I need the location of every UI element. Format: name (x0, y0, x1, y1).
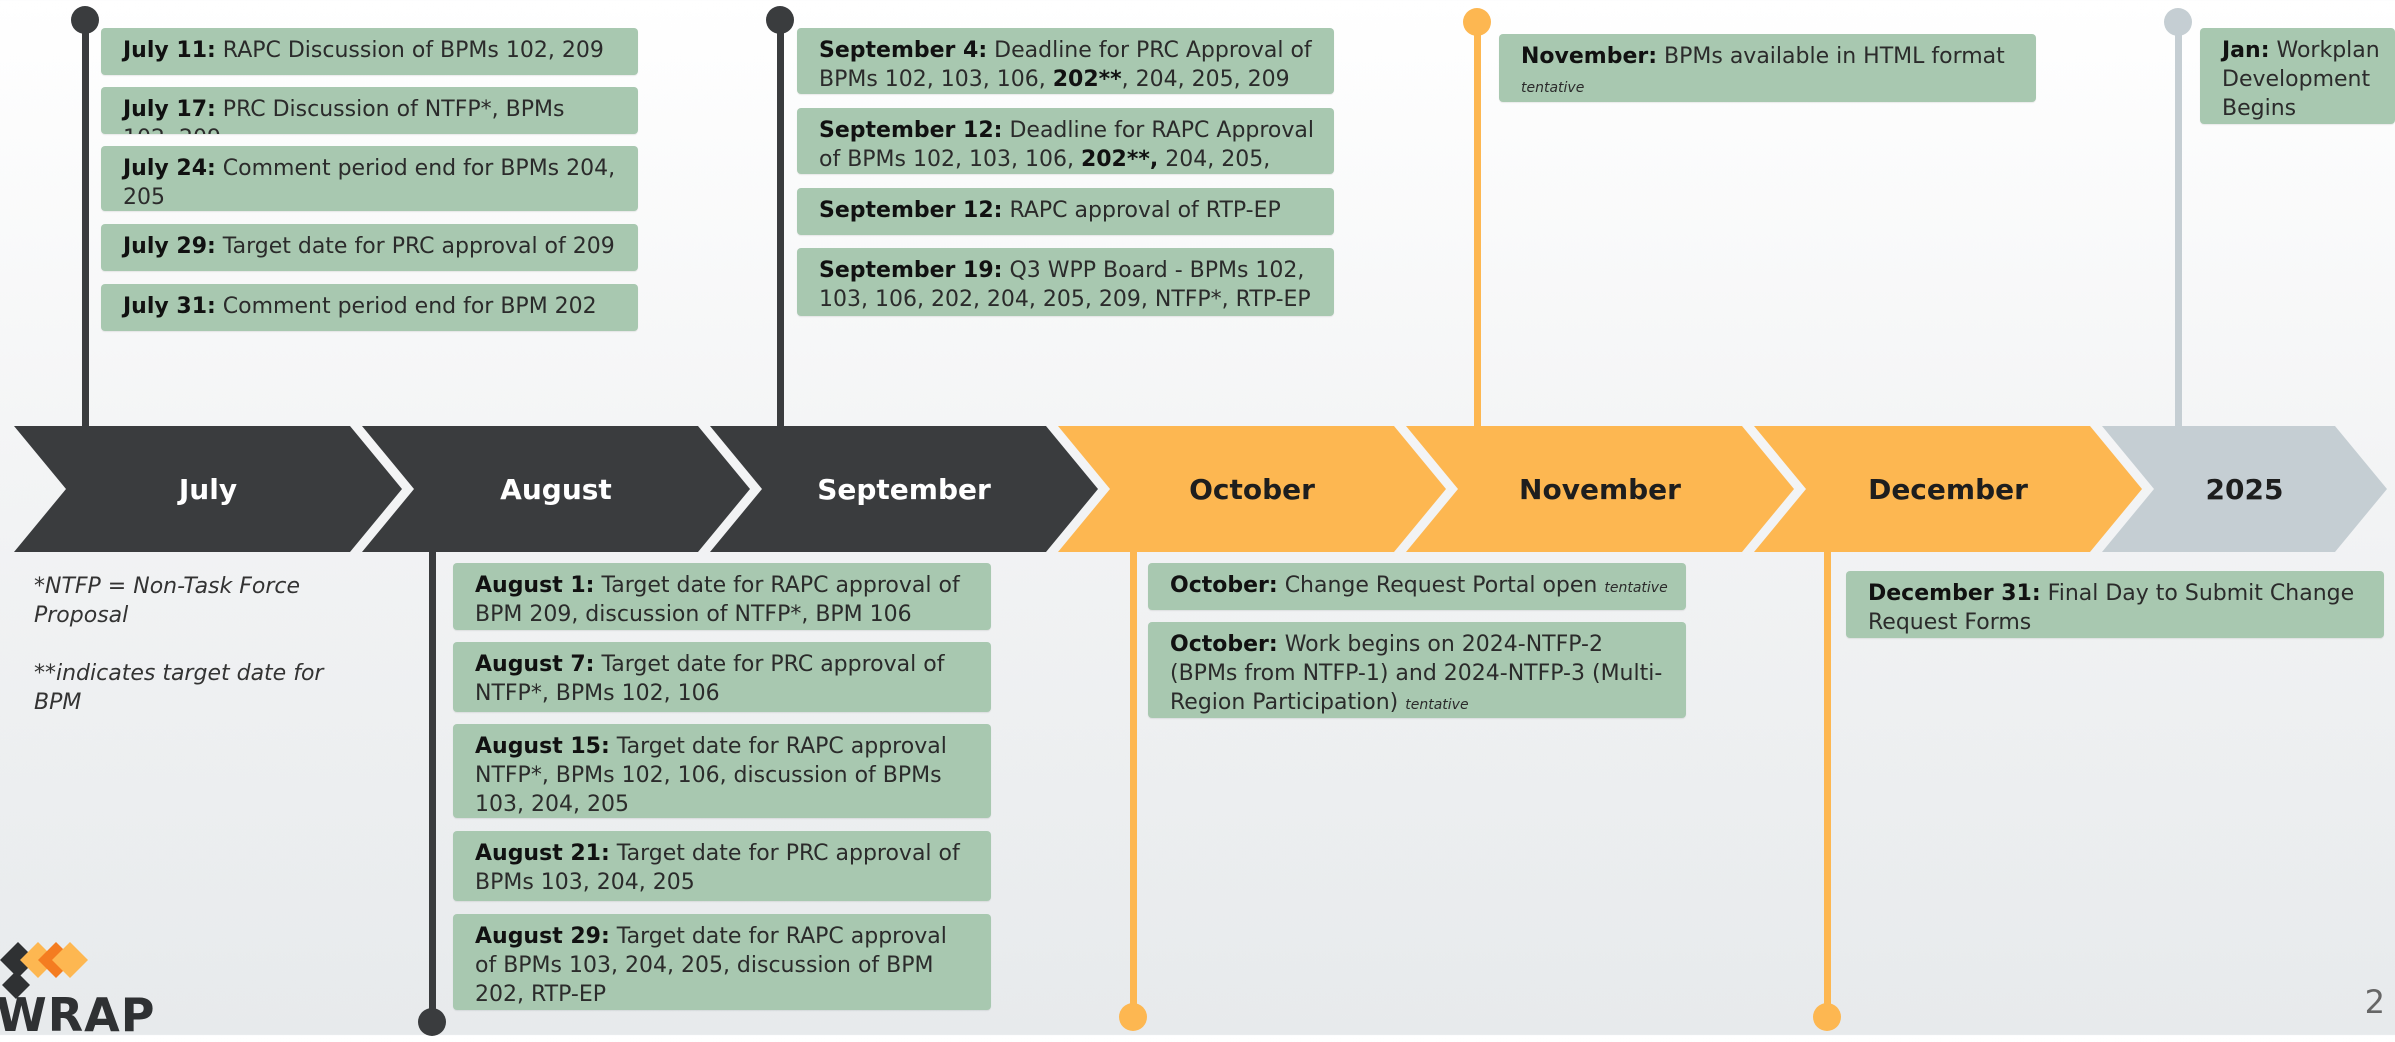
event-date: August 7: (475, 652, 595, 677)
page-number: 2 (2364, 983, 2385, 1021)
month-label-september: September (817, 472, 991, 506)
november-milestone-dot (1463, 8, 1491, 36)
event-text: Work begins on 2024-NTFP-2 (BPMs from NT… (1170, 632, 1663, 715)
event-card: August 7: Target date for PRC approval o… (453, 642, 991, 712)
event-text: Target date for PRC approval of 209 (215, 234, 615, 259)
jan-milestone-dot (2164, 8, 2192, 36)
event-date: July 31: (123, 294, 216, 319)
event-card: July 24: Comment period end for BPMs 204… (101, 146, 638, 211)
event-card: Jan: Workplan Development Begins (2200, 28, 2395, 124)
event-text: Final Day to Submit Change Request Forms (1868, 581, 2355, 635)
chevron-november (1406, 426, 1794, 552)
event-card: September 12: Deadline for RAPC Approval… (797, 108, 1334, 174)
event-text: RAPC Discussion of BPMs 102, 209 (215, 38, 604, 63)
chevron-2025 (2102, 426, 2387, 552)
wrap-logo-icon (0, 942, 88, 999)
event-date: December 31: (1868, 581, 2041, 606)
september-milestone-dot (766, 6, 794, 34)
event-highlight: 202**, (1080, 147, 1159, 172)
event-text: Change Request Portal open (1277, 573, 1605, 598)
event-date: August 1: (475, 573, 595, 598)
chevron-october (1058, 426, 1446, 552)
event-text: Target date for RAPC approval of BPM 209… (475, 573, 960, 627)
event-date: October: (1170, 573, 1278, 598)
event-text: Deadline for RAPC Approval of BPMs 102, … (819, 118, 1315, 172)
event-date: October: (1170, 632, 1278, 657)
event-text: Target date for RAPC approval of BPMs 10… (475, 924, 947, 1007)
event-card: July 11: RAPC Discussion of BPMs 102, 20… (101, 28, 638, 75)
event-date: September 12: (819, 118, 1003, 143)
november-connector-line (1474, 22, 1481, 430)
tentative-tag: tentative (1405, 697, 1469, 713)
event-card: October: Change Request Portal open tent… (1148, 563, 1686, 610)
chevron-july (14, 426, 402, 552)
chevron-august (362, 426, 750, 552)
event-card: August 29: Target date for RAPC approval… (453, 914, 991, 1010)
event-card: September 19: Q3 WPP Board - BPMs 102, 1… (797, 248, 1334, 316)
event-card: July 31: Comment period end for BPM 202 (101, 284, 638, 331)
september-connector-line (777, 20, 784, 430)
event-date: August 21: (475, 841, 610, 866)
month-label-2025: 2025 (2205, 472, 2284, 506)
event-date: July 11: (123, 38, 216, 63)
december-connector-line (1824, 548, 1831, 1018)
event-card: September 12: RAPC approval of RTP-EP (797, 188, 1334, 235)
august-connector-line (429, 548, 436, 1022)
july-milestone-dot (71, 6, 99, 34)
event-text: Workplan Development Begins (2222, 38, 2380, 121)
month-chevron-bar (14, 426, 2387, 552)
month-label-november: November (1519, 472, 1681, 506)
august-milestone-dot (418, 1008, 446, 1036)
footnote-bpm: **indicates target date for BPM (34, 661, 324, 715)
event-text: PRC Discussion of NTFP*, BPMs 102, 209 (123, 97, 565, 134)
footnote-ntfp: *NTFP = Non-Task Force Proposal (34, 574, 301, 628)
jan-connector-line (2175, 22, 2182, 430)
december-milestone-dot (1813, 1003, 1841, 1031)
event-date: September 19: (819, 258, 1003, 283)
tentative-tag: tentative (1604, 580, 1668, 596)
event-card: December 31: Final Day to Submit Change … (1846, 571, 2384, 638)
month-label-october: October (1189, 472, 1315, 506)
event-date: September 4: (819, 38, 988, 63)
tentative-tag: tentative (1521, 80, 1585, 96)
month-label-december: December (1868, 472, 2028, 506)
event-card: July 29: Target date for PRC approval of… (101, 224, 638, 271)
event-text: , 204, 205, 209 (1121, 67, 1290, 92)
month-label-august: August (500, 472, 612, 506)
event-date: July 17: (123, 97, 216, 122)
event-text: 204, 205, 209 (1165, 147, 1271, 172)
event-date: Jan: (2222, 38, 2270, 63)
july-connector-line (82, 20, 89, 430)
event-card: August 21: Target date for PRC approval … (453, 831, 991, 901)
event-highlight: 202** (1052, 67, 1122, 92)
event-date: September 12: (819, 198, 1003, 223)
event-text: Deadline for PRC Approval of BPMs 102, 1… (819, 38, 1312, 92)
october-milestone-dot (1119, 1003, 1147, 1031)
event-text: Comment period end for BPMs 204, 205 (123, 156, 616, 210)
event-text: BPMs available in HTML format (1657, 44, 2005, 69)
event-card: October: Work begins on 2024-NTFP-2 (BPM… (1148, 622, 1686, 718)
event-date: August 15: (475, 734, 610, 759)
october-connector-line (1130, 548, 1137, 1018)
event-card: August 1: Target date for RAPC approval … (453, 563, 991, 630)
event-card: August 15: Target date for RAPC approval… (453, 724, 991, 818)
event-date: July 29: (123, 234, 216, 259)
chevron-december (1754, 426, 2142, 552)
event-text: Target date for PRC approval of NTFP*, B… (475, 652, 945, 706)
event-date: July 24: (123, 156, 216, 181)
logo-wordmark: WRAP (0, 988, 156, 1042)
event-date: November: (1521, 44, 1658, 69)
event-text: RAPC approval of RTP-EP (1002, 198, 1281, 223)
event-text: Target date for PRC approval of BPMs 103… (475, 841, 960, 895)
chevron-september (710, 426, 1098, 552)
event-text: Comment period end for BPM 202 (215, 294, 597, 319)
event-text: Target date for RAPC approval NTFP*, BPM… (475, 734, 947, 817)
event-card: November: BPMs available in HTML format … (1499, 34, 2036, 102)
event-card: July 17: PRC Discussion of NTFP*, BPMs 1… (101, 87, 638, 134)
event-date: August 29: (475, 924, 610, 949)
month-label-july: July (178, 472, 238, 506)
event-text: Q3 WPP Board - BPMs 102, 103, 106, 202, … (819, 258, 1311, 312)
event-card: September 4: Deadline for PRC Approval o… (797, 28, 1334, 94)
